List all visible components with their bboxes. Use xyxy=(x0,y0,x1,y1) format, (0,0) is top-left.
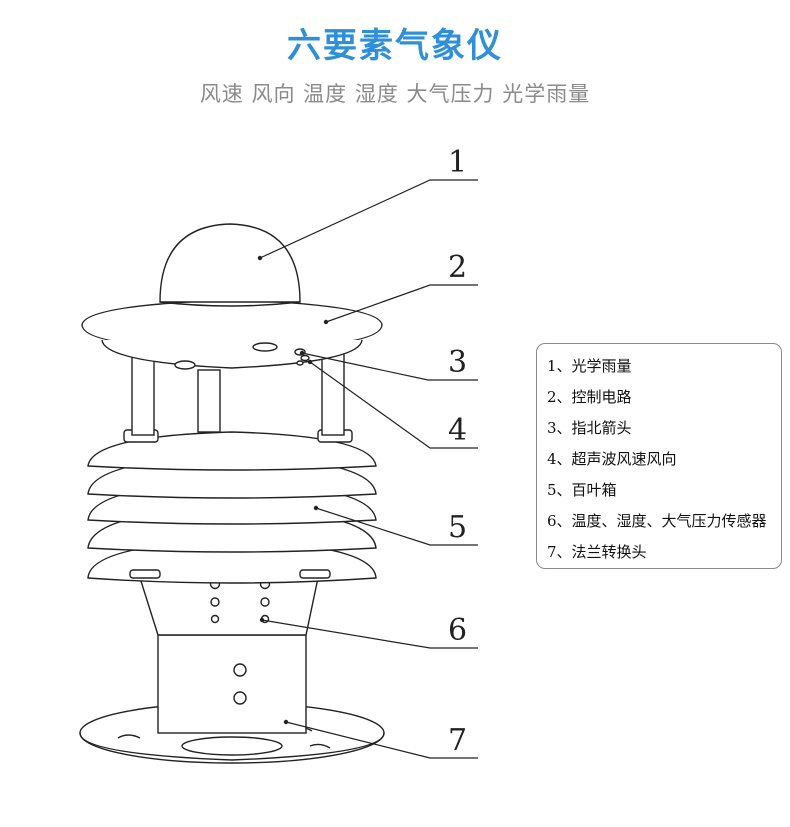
callout-7: 7 xyxy=(448,723,467,758)
callout-3: 3 xyxy=(448,345,467,380)
lower-cylinder xyxy=(157,634,307,734)
callout-4: 4 xyxy=(448,413,467,448)
legend-item: 2、控制电路 xyxy=(547,388,632,406)
callout-6: 6 xyxy=(448,613,467,648)
leader-dots xyxy=(257,255,329,725)
leader-lines xyxy=(259,179,478,759)
legend-item: 3、指北箭头 xyxy=(547,419,632,437)
legend-item: 1、光学雨量 xyxy=(547,357,632,375)
legend-item: 5、百叶箱 xyxy=(547,481,617,499)
louver-box xyxy=(87,429,377,584)
page-title: 六要素气象仪 xyxy=(287,26,503,66)
ultrasonic-posts xyxy=(131,344,345,436)
callout-1: 1 xyxy=(448,145,467,180)
page-subtitle: 风速 风向 温度 湿度 大气压力 光学雨量 xyxy=(199,82,591,106)
callout-2: 2 xyxy=(448,250,467,285)
control-plate xyxy=(81,299,383,370)
component-legend: 1、光学雨量 2、控制电路 3、指北箭头 4、超声波风速风向 5、百叶箱 6、温… xyxy=(536,343,782,569)
legend-item: 4、超声波风速风向 xyxy=(547,450,677,468)
callout-5: 5 xyxy=(448,510,467,545)
legend-item: 6、温度、湿度、大气压力传感器 xyxy=(547,512,767,530)
sensor-housing xyxy=(139,577,319,636)
optical-rain-dome xyxy=(159,223,301,307)
legend-item: 7、法兰转换头 xyxy=(547,543,647,561)
